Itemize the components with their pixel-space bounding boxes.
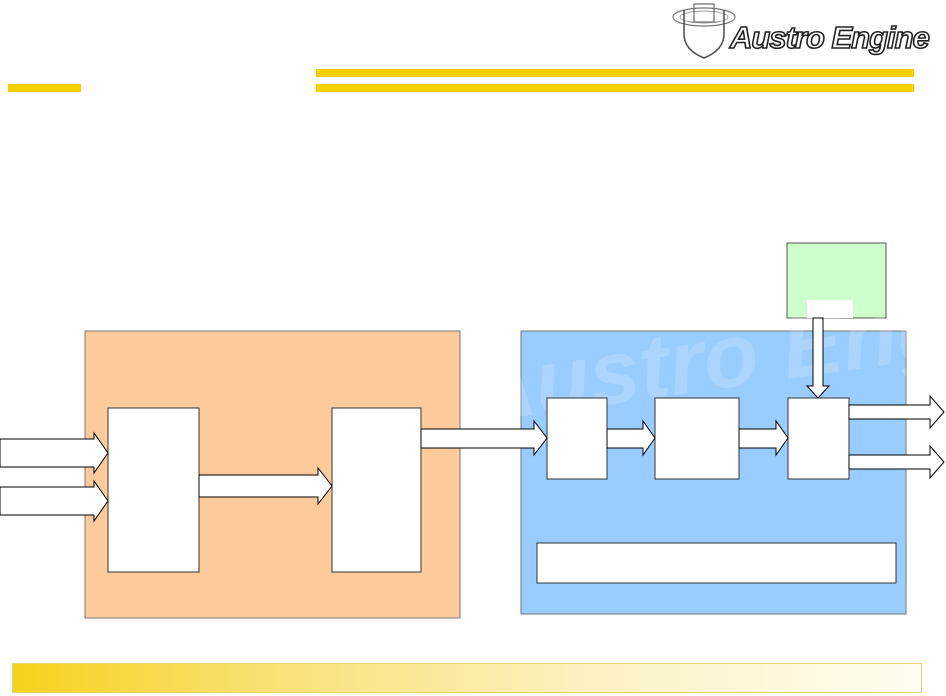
- logo-wordmark: Austro Engine: [729, 19, 930, 56]
- arrow-left-input-to-left-output: [198, 466, 333, 506]
- right-box-3: [787, 397, 850, 480]
- arrow-external-input-2: [0, 479, 109, 523]
- header-accent-bar-top: [316, 69, 914, 77]
- left-input-box: [107, 407, 200, 573]
- arrow-external-output-2: [848, 444, 945, 480]
- left-output-box: [331, 407, 422, 573]
- header-accent-bar-left: [8, 84, 81, 92]
- right-bottom-bar: [536, 542, 897, 584]
- arrow-right-box-2-to-right-box-3: [738, 419, 789, 457]
- arrow-external-output-1: [848, 394, 945, 430]
- header-accent-bar-bottom: [316, 84, 914, 92]
- green-box-tab: [807, 300, 853, 318]
- arrow-green-box-to-right-box-3: [805, 317, 831, 399]
- arrow-right-box-1-to-right-box-2: [606, 419, 656, 457]
- arrow-left-output-to-right-box-1: [420, 419, 548, 457]
- arrow-external-input-1: [0, 431, 109, 475]
- company-logo: Austro Engine: [668, 0, 931, 64]
- right-box-1: [546, 397, 608, 480]
- footer-band: [12, 663, 922, 693]
- shield-badge-icon: [672, 3, 736, 59]
- right-box-2: [654, 397, 740, 480]
